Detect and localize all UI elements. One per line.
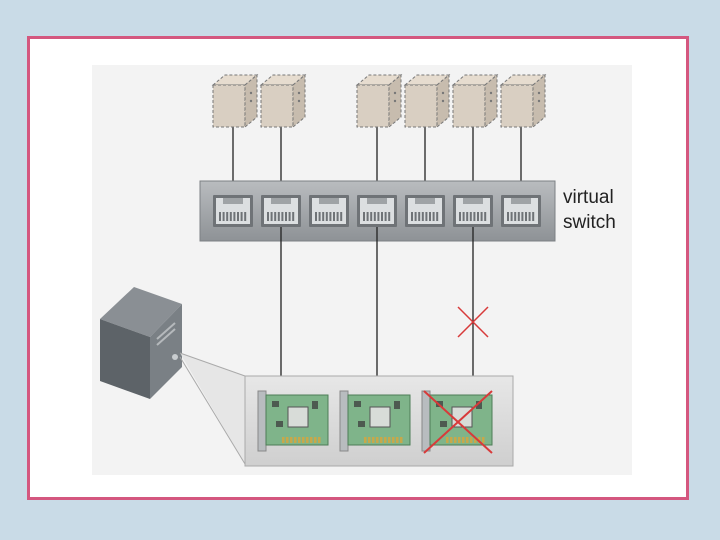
zoom-callout xyxy=(180,353,245,464)
switch-label-line2: switch xyxy=(563,212,616,233)
disconnect-marks xyxy=(423,306,493,454)
network-card-icon xyxy=(339,390,411,452)
link-cut-x-icon xyxy=(457,306,489,338)
virtual-switch xyxy=(199,180,556,242)
vm-box-icon xyxy=(499,73,547,129)
slide-frame: virtual switch xyxy=(27,36,689,500)
network-card-icon xyxy=(421,390,493,452)
vm-box-icon xyxy=(259,73,307,129)
switch-port-4 xyxy=(357,195,397,227)
virtual-switch-diagram: virtual switch xyxy=(92,65,632,475)
network-card-icon xyxy=(257,390,329,452)
switch-port-6 xyxy=(453,195,493,227)
switch-port-7 xyxy=(501,195,541,227)
switch-port-3 xyxy=(309,195,349,227)
switch-port-5 xyxy=(405,195,445,227)
vm-box-icon xyxy=(451,73,499,129)
network-cards xyxy=(257,390,493,452)
nic-links xyxy=(280,227,474,404)
switch-ports xyxy=(213,195,541,227)
vm-box-icon xyxy=(355,73,403,129)
switch-port-1 xyxy=(213,195,253,227)
vm-box-icon xyxy=(211,73,259,129)
switch-label-line1: virtual xyxy=(563,187,614,208)
virtual-machines xyxy=(211,73,547,129)
switch-port-2 xyxy=(261,195,301,227)
vm-box-icon xyxy=(403,73,451,129)
server-tower-icon xyxy=(100,287,182,399)
nic-disabled-x-icon xyxy=(423,390,493,454)
